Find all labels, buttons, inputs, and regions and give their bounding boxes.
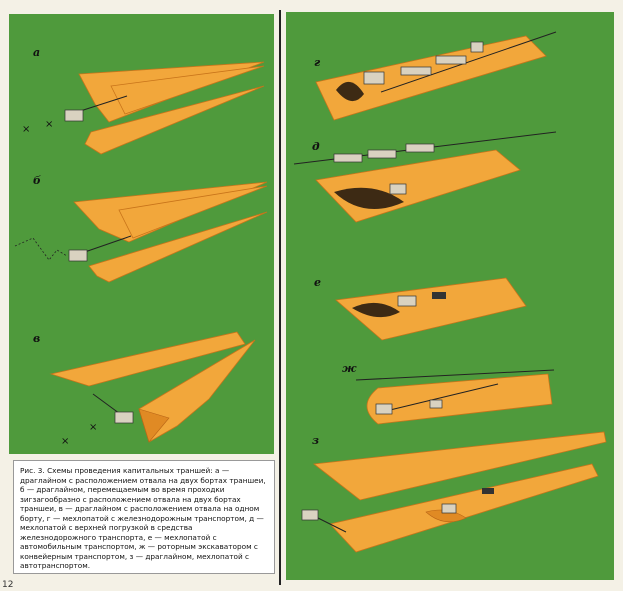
dragline-b <box>68 249 88 262</box>
trench-b-cut <box>118 185 268 239</box>
rail-g <box>380 31 557 93</box>
shovel-z <box>441 503 457 514</box>
shovel-d <box>389 183 407 195</box>
label-b: б <box>33 174 41 187</box>
survey-mark-v2: × <box>61 436 69 447</box>
label-e: е <box>314 276 321 289</box>
trench-g <box>315 35 547 121</box>
train-g1 <box>400 66 432 76</box>
trench-zh <box>366 373 553 425</box>
conveyor-zh-top <box>355 369 555 381</box>
label-a: а <box>33 46 40 59</box>
wagon-d1 <box>333 153 363 163</box>
label-d: д <box>312 140 320 153</box>
trench-b-lower-dump <box>88 211 268 283</box>
scheme-v: × × в <box>33 331 256 447</box>
trench-a-cut <box>110 65 265 115</box>
conveyor-unit-zh <box>429 399 443 409</box>
scheme-z: з <box>301 431 607 553</box>
truck-z <box>482 488 494 494</box>
conveyor-zh <box>389 383 499 411</box>
survey-mark-a2: × <box>45 119 53 130</box>
shovel-e <box>397 295 417 307</box>
shovel-g <box>363 71 385 85</box>
truck-e <box>432 292 446 299</box>
label-zh: ж <box>342 362 357 375</box>
excavated-pile-g <box>336 81 364 102</box>
dragline-z <box>301 509 319 521</box>
dragline-v <box>114 411 134 424</box>
scheme-b: б <box>14 174 268 283</box>
trench-z-cut <box>329 463 599 553</box>
scheme-d: д <box>293 131 557 223</box>
locomotive-g <box>470 41 484 53</box>
label-z: з <box>312 434 319 447</box>
trench-e <box>335 277 527 341</box>
scheme-a: × × а <box>22 46 265 155</box>
trench-z-dump <box>312 431 607 501</box>
dragline-a <box>64 109 84 122</box>
left-panel: × × а б × × в <box>9 14 274 454</box>
page-number: 12 <box>2 580 14 590</box>
train-g2 <box>435 55 467 65</box>
dragline-z-boom <box>313 515 347 533</box>
label-v: в <box>33 332 40 345</box>
panel-divider <box>279 10 281 585</box>
excavated-pile-e <box>352 302 400 318</box>
scheme-e: е <box>314 276 527 341</box>
right-diagrams: г д е ж <box>293 31 607 553</box>
label-g: г <box>314 56 321 69</box>
excavated-pile-d <box>334 187 404 210</box>
zigzag-path-b <box>14 237 68 261</box>
trench-v-cut <box>49 331 246 387</box>
bucket-wheel-zh <box>375 403 393 415</box>
scheme-g: г <box>314 31 557 121</box>
trench-a-lower-dump <box>84 85 265 155</box>
survey-mark-a1: × <box>22 124 30 135</box>
trench-v-dump-shadow <box>138 408 170 443</box>
survey-mark-v1: × <box>89 422 97 433</box>
right-panel: г д е ж <box>286 12 614 580</box>
left-diagrams: × × а б × × в <box>14 46 268 447</box>
wagon-d3 <box>405 143 435 153</box>
scheme-zh: ж <box>342 362 555 425</box>
dragline-b-boom <box>78 235 132 255</box>
wagon-d2 <box>367 149 397 159</box>
figure-caption: Рис. 3. Схемы проведения капитальных тра… <box>13 460 275 574</box>
